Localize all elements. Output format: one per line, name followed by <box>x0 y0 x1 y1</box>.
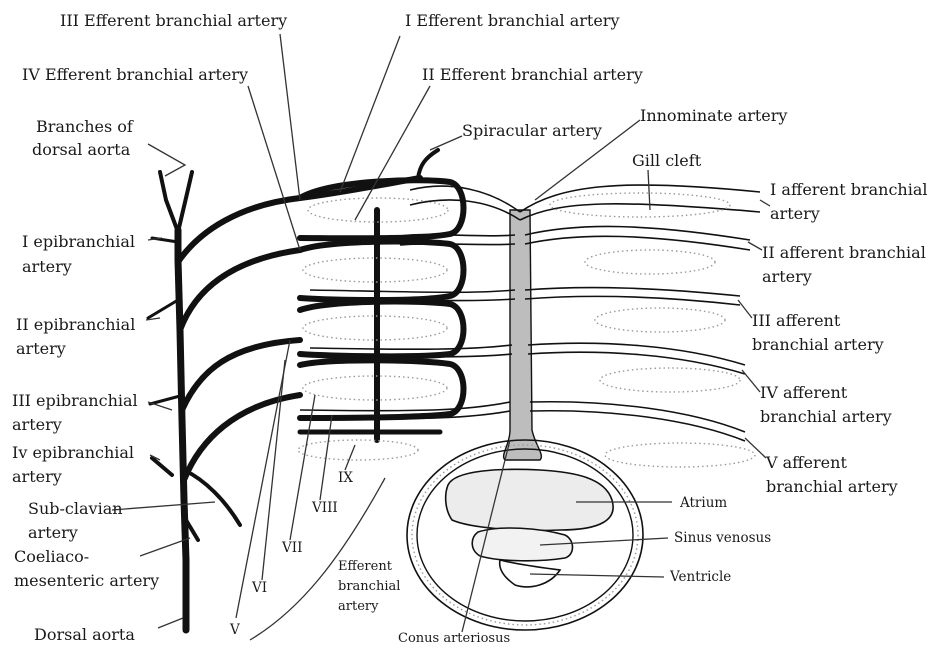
label-roman-v: V <box>229 622 240 638</box>
leader-afferent-1 <box>760 200 770 206</box>
label-efferent-2: II Efferent branchial artery <box>422 65 643 84</box>
gill-slit-right-2 <box>585 250 715 274</box>
label-efferent-1: I Efferent branchial artery <box>405 11 620 30</box>
leader-afferent-4 <box>742 370 760 392</box>
ventricle-shape <box>500 560 560 587</box>
label-afferent-4a: IV afferent <box>760 383 848 402</box>
label-epibranchial-3b: artery <box>12 415 62 434</box>
label-efferent-c: artery <box>338 599 379 614</box>
gill-slit-right-5 <box>605 443 755 467</box>
label-efferent-3: III Efferent branchial artery <box>60 11 287 30</box>
small-branch-2 <box>148 300 178 318</box>
leader-efferent-4 <box>248 86 300 250</box>
label-branches-2: dorsal aorta <box>32 140 131 159</box>
label-afferent-5b: branchial artery <box>766 477 898 496</box>
label-efferent-a: Efferent <box>338 559 393 574</box>
epibranchial-2 <box>180 250 300 330</box>
efferent-loop-1 <box>300 180 464 238</box>
label-epibranchial-4b: artery <box>12 467 62 486</box>
leader-dorsal-aorta <box>158 618 183 628</box>
leader-epibranchial-3 <box>148 402 172 410</box>
dorsal-aorta-branch-left <box>160 172 178 232</box>
label-coeliaco-2: mesenteric artery <box>14 571 159 590</box>
leader-efferent-1 <box>340 36 400 192</box>
label-afferent-1b: artery <box>770 204 820 223</box>
label-epibranchial-3a: III epibranchial <box>12 391 138 410</box>
spiracular-vessel <box>418 150 438 178</box>
label-afferent-3a: III afferent <box>752 311 841 330</box>
small-branch-3 <box>150 396 180 404</box>
label-afferent-1a: I afferent branchial <box>770 180 928 199</box>
label-roman-ix: IX <box>338 470 353 486</box>
label-coeliaco-1: Coeliaco- <box>14 547 89 566</box>
label-subclavian-1: Sub-clavian <box>28 499 123 518</box>
label-roman-vi: VI <box>251 580 267 596</box>
gill-slit-right-3 <box>595 308 725 332</box>
label-afferent-4b: branchial artery <box>760 407 892 426</box>
leader-afferent-3 <box>738 300 752 318</box>
leader-afferent-2 <box>748 242 762 250</box>
label-epibranchial-2a: II epibranchial <box>16 315 135 334</box>
leader-spiracular <box>430 136 462 150</box>
label-epibranchial-1a: I epibranchial <box>22 232 135 251</box>
label-epibranchial-4a: Iv epibranchial <box>12 443 134 462</box>
label-afferent-5a: V afferent <box>765 453 847 472</box>
label-efferent-4: IV Efferent branchial artery <box>22 65 248 84</box>
gill-slit-right-4 <box>600 368 740 392</box>
dorsal-aorta <box>178 230 186 630</box>
leader-roman-ix <box>345 445 355 470</box>
label-roman-viii: VIII <box>311 500 338 516</box>
left-lower-branch <box>152 458 172 475</box>
leader-efferent-3 <box>280 34 300 200</box>
label-dorsal-aorta: Dorsal aorta <box>34 625 135 644</box>
atrium-shape <box>446 469 613 530</box>
label-efferent-b: branchial <box>338 579 400 594</box>
label-gill-cleft: Gill cleft <box>632 151 702 170</box>
label-epibranchial-1b: artery <box>22 257 72 276</box>
leader-subclavian <box>112 502 215 510</box>
ventral-aorta <box>504 210 542 460</box>
label-afferent-2a: II afferent branchial <box>762 243 926 262</box>
heart <box>407 440 643 630</box>
label-sinus-venosus: Sinus venosus <box>674 530 771 546</box>
leader-roman-viii <box>320 415 332 500</box>
label-afferent-3b: branchial artery <box>752 335 884 354</box>
subclavian-vessel <box>184 470 240 525</box>
ventral-aorta-system <box>300 185 760 460</box>
label-subclavian-2: artery <box>28 523 78 542</box>
label-innominate: Innominate artery <box>640 106 787 125</box>
label-conus: Conus arteriosus <box>398 631 510 646</box>
label-epibranchial-2b: artery <box>16 339 66 358</box>
gill-slits-right <box>550 193 755 467</box>
label-ventricle: Ventricle <box>669 569 731 585</box>
gill-slit-left-5 <box>298 440 418 460</box>
label-spiracular: Spiracular artery <box>462 121 602 140</box>
label-branches-1: Branches of <box>36 117 134 136</box>
epibranchial-4 <box>184 395 300 480</box>
label-atrium: Atrium <box>679 495 727 511</box>
leader-branches <box>148 144 185 176</box>
dorsal-aorta-branch-right <box>178 172 192 232</box>
labels: III Efferent branchial artery I Efferent… <box>12 11 928 646</box>
label-afferent-2b: artery <box>762 267 812 286</box>
leader-efferent-2 <box>355 86 430 220</box>
label-roman-vii: VII <box>281 540 302 556</box>
